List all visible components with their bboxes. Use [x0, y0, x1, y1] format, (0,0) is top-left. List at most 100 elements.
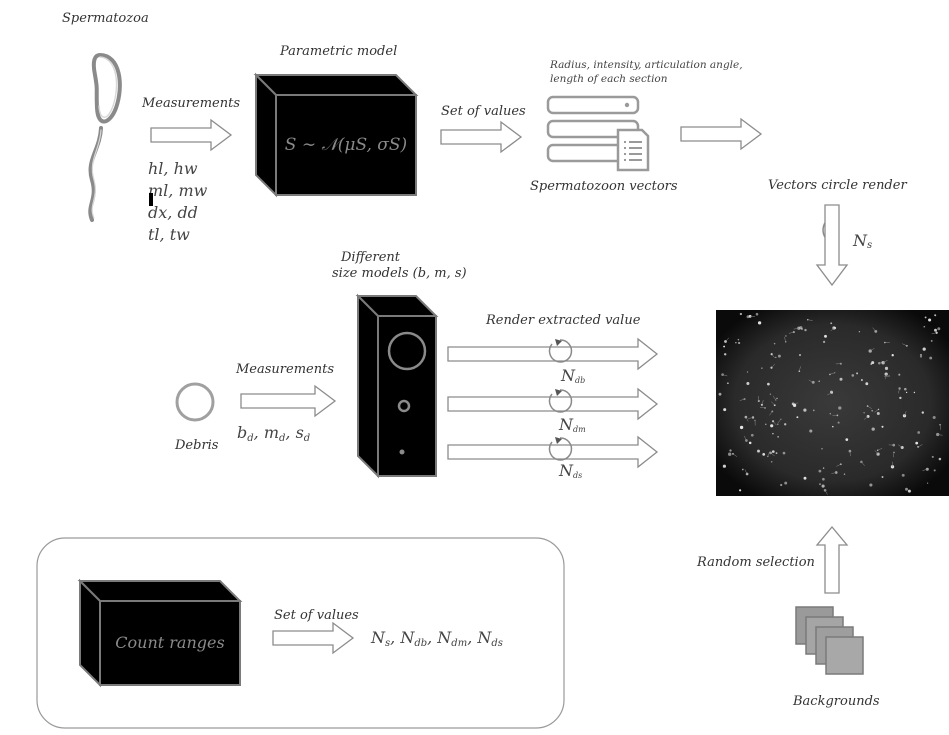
sperm-speck [770, 424, 774, 428]
sperm-tail [830, 327, 835, 332]
sperm-speck [770, 461, 773, 463]
sperm-speck [809, 429, 813, 433]
sperm-speck [777, 436, 779, 438]
sperm-tail [739, 398, 745, 401]
sperm-speck [773, 342, 776, 345]
rotate-icon [548, 389, 573, 413]
sperm-tail [772, 421, 777, 426]
random-selection-label: Random selection [696, 555, 815, 570]
sperm-tail [799, 366, 801, 372]
arrow-render-medium [447, 387, 659, 421]
sperm-speck [938, 457, 942, 461]
sperm-specks [718, 312, 943, 495]
sperm-tail [863, 416, 869, 420]
rotate-icon [548, 437, 573, 461]
sperm-tail [893, 452, 895, 458]
sperm-speck [821, 484, 825, 488]
sperm-tail [922, 469, 928, 471]
set-of-values-top-label: Set of values [441, 104, 526, 119]
sperm-tail [769, 411, 773, 416]
vector-description-line2: length of each section [550, 73, 668, 85]
sperm-speck [822, 340, 826, 344]
sperm-tail [931, 332, 937, 335]
sperm-speck [933, 469, 936, 472]
sperm-speck [920, 354, 922, 356]
parametric-model-box [253, 72, 419, 198]
arrow-render-big [447, 337, 659, 371]
sperm-speck [921, 411, 924, 414]
sperm-speck [871, 409, 874, 412]
sperm-tail [877, 447, 883, 451]
sperm-speck [899, 396, 902, 400]
sperm-tail [870, 347, 875, 352]
measurement-var: hl, hw [148, 159, 198, 178]
arrow-set-of-values-top [440, 120, 523, 154]
sperm-speck [928, 318, 932, 322]
sperm-tail [872, 327, 876, 332]
debris-variables: bd, md, sd [237, 423, 310, 444]
debris-label: Debris [174, 438, 219, 453]
spermatozoa-label: Spermatozoa [62, 11, 149, 26]
sperm-speck [739, 425, 744, 430]
sperm-speck [818, 469, 822, 473]
sperm-tail [748, 417, 754, 419]
sperm-tail [861, 461, 865, 466]
sperm-speck [851, 374, 855, 377]
sperm-speck [812, 409, 815, 412]
sperm-speck [924, 316, 927, 319]
large-model-circle [387, 331, 427, 371]
set-of-values-bottom-label: Set of values [274, 608, 359, 623]
sperm-speck [917, 431, 921, 434]
sperm-speck [780, 483, 783, 487]
sperm-speck [757, 321, 762, 325]
sperm-speck [757, 449, 760, 453]
sperm-speck [881, 476, 884, 478]
n-db-label: Ndb [560, 366, 585, 385]
sperm-tail [793, 327, 799, 330]
sperm-tail [897, 444, 903, 448]
sperm-speck [722, 464, 727, 468]
small-model-circle [399, 449, 405, 455]
n-ds-label: Nds [558, 461, 582, 480]
sperm-speck [750, 433, 754, 437]
sperm-speck [839, 377, 843, 381]
debris-circle-icon [175, 382, 215, 422]
sperm-speck [765, 423, 767, 426]
sperm-speck [772, 432, 774, 435]
sperm-tail [743, 435, 747, 441]
sperm-speck [930, 339, 933, 342]
measurement-variables: hl, hw ml, mw dx, dd tl, tw [148, 159, 208, 244]
sperm-tail [771, 363, 775, 368]
measurement-var: ml, mw [148, 181, 208, 200]
sperm-speck [755, 312, 759, 316]
sperm-speck [735, 342, 737, 344]
different-line1: Different [340, 250, 401, 265]
sperm-tail [725, 337, 730, 342]
sperm-speck [919, 355, 923, 358]
sperm-tail [744, 469, 748, 475]
parametric-model-formula: S ∼ 𝒩(μS, σS) [285, 135, 407, 155]
sperm-speck [898, 373, 901, 376]
sperm-speck [904, 387, 907, 391]
sperm-speck [793, 403, 797, 407]
count-variables: Ns, Ndb, Ndm, Nds [370, 628, 503, 649]
sperm-speck [829, 373, 831, 376]
sperm-speck [822, 467, 825, 469]
text-cursor [149, 193, 153, 206]
backgrounds-stack-icon [795, 606, 864, 675]
sperm-tail [770, 452, 775, 457]
sperm-speck [803, 476, 807, 480]
measurements-top-label: Measurements [141, 96, 240, 111]
sperm-speck [837, 421, 840, 424]
sperm-tail [807, 319, 813, 321]
arrow-up-random-selection [815, 525, 849, 594]
microscope-image [716, 310, 949, 496]
sperm-speck [905, 344, 908, 347]
sperm-speck [822, 477, 825, 481]
sperm-speck [869, 483, 873, 487]
sperm-tail [874, 409, 879, 413]
sperm-speck [739, 312, 743, 316]
sperm-speck [767, 382, 770, 386]
sperm-speck [811, 380, 815, 384]
sperm-speck [929, 356, 933, 360]
